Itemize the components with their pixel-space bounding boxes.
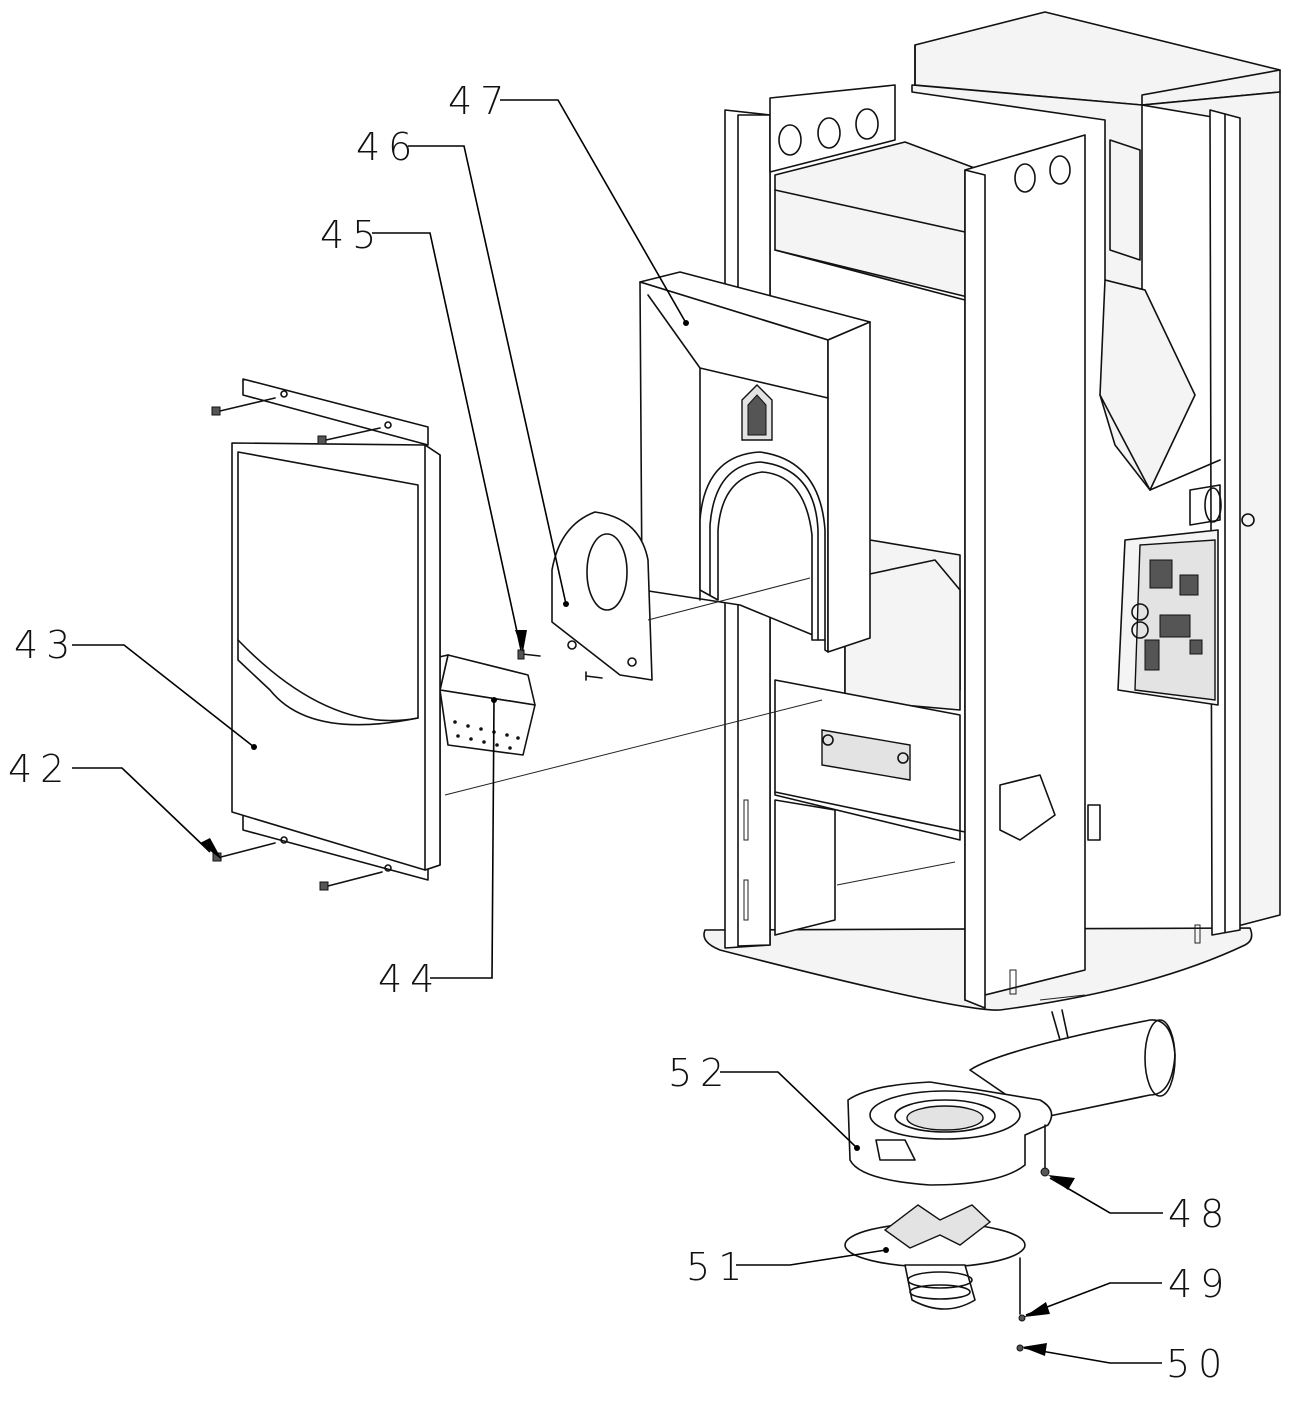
callout-labels: 42 43 44 45 46 47 48 49 50 51 52 [8,79,1232,1386]
callout-45: 45 [320,213,384,257]
part-50-screw [1016,1344,1024,1352]
callout-48: 48 [1168,1192,1232,1236]
part-48-screw [1040,1124,1050,1177]
part-42-screw [212,842,276,862]
callout-43: 43 [14,623,78,667]
part-47-front-hood [639,271,871,653]
part-49-washer [1018,1257,1026,1322]
callout-47: 47 [448,79,512,123]
assembly-lines [444,577,1086,1001]
callout-50: 50 [1166,1342,1230,1386]
part-51-fan-impeller [844,1204,1026,1310]
part-52-fan-housing [847,1009,1176,1186]
part-45-screw [517,649,541,660]
callout-42: 42 [8,747,72,791]
part-46-plate [551,511,653,681]
callout-52: 52 [668,1051,732,1095]
callout-51: 51 [686,1245,750,1289]
callout-46: 46 [356,125,420,169]
callout-44: 44 [378,957,442,1001]
callout-49: 49 [1168,1262,1232,1306]
part-43-door-frame [211,378,441,891]
callout-leaders [72,99,1163,1364]
